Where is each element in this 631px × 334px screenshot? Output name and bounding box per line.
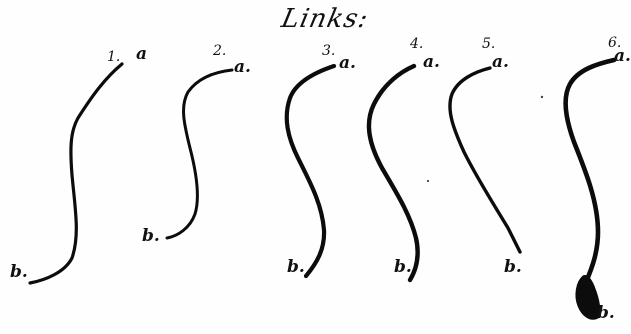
curve-2-stroke xyxy=(167,70,232,238)
curve-6-stroke xyxy=(566,60,614,282)
curve-4-number: 4. xyxy=(410,37,423,51)
curve-4-stroke xyxy=(369,66,418,280)
curve-5-end-label: b. xyxy=(504,259,522,276)
curve-6-end-label: b. xyxy=(597,305,615,322)
curve-6-start-label: a. xyxy=(614,48,631,65)
curve-3-start-label: a. xyxy=(339,55,356,72)
curve-4-end-label: b. xyxy=(394,259,412,276)
curve-3-number: 3. xyxy=(322,44,335,58)
curve-1-end-label: b. xyxy=(10,264,28,281)
curve-2-number: 2. xyxy=(213,44,226,58)
curve-4-start-label: a. xyxy=(423,54,440,71)
curve-3-stroke xyxy=(287,66,334,276)
curve-2-end-label: b. xyxy=(142,228,160,245)
curve-5-stroke xyxy=(450,68,520,252)
curve-5-start-label: a. xyxy=(492,54,509,71)
curve-1-start-label: a xyxy=(136,46,147,63)
curve-3-end-label: b. xyxy=(287,259,305,276)
stray-ink-dot xyxy=(541,96,543,98)
curve-1-number: 1. xyxy=(107,50,120,64)
curve-1-stroke xyxy=(30,64,122,283)
stray-ink-dot xyxy=(427,180,429,182)
curve-2-start-label: a. xyxy=(234,59,251,76)
curve-5-number: 5. xyxy=(482,37,495,51)
